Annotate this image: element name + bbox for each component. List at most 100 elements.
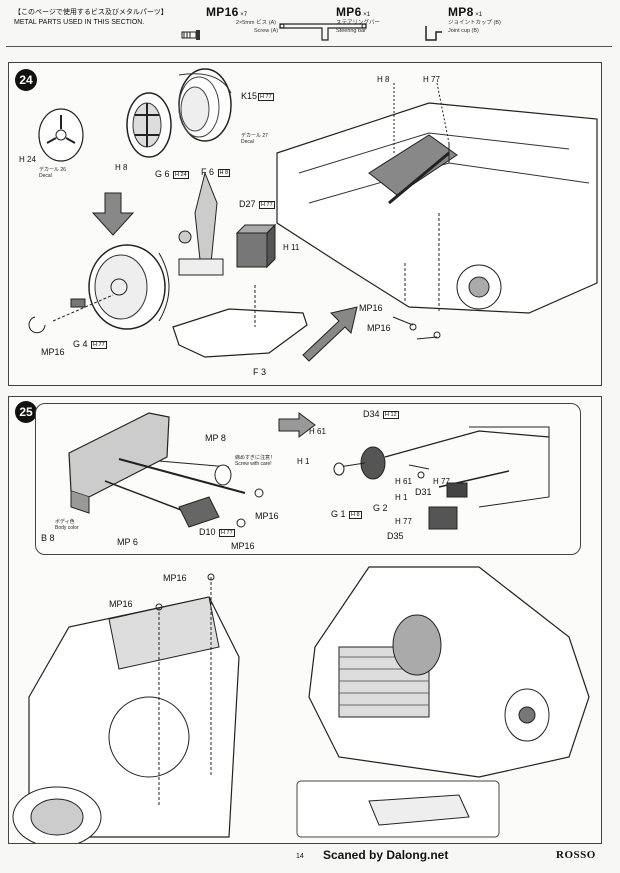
screw-care-note: 締めすぎに注意！Screw with care!: [235, 455, 275, 467]
part-name-jp: ステアリングバー: [336, 20, 381, 26]
label-h11: H 11: [283, 243, 300, 252]
brand-logo: ROSSO: [556, 849, 596, 861]
label-text-en: Decal: [39, 173, 52, 179]
header-title: 【このページで使用するビス及びメタルパーツ】 METAL PARTS USED …: [14, 8, 168, 28]
hubcap-h24-drawing: [38, 108, 84, 162]
label-ref: H 77: [259, 200, 275, 209]
note-en: Body color: [55, 525, 79, 531]
label-ref: H 12: [383, 410, 399, 419]
label-ref: H 77: [91, 340, 107, 349]
label-text: G 1: [331, 509, 346, 519]
label-d10: D10 H 77: [199, 527, 235, 537]
label-mp8: MP 8: [205, 433, 226, 443]
label-g2: G 2: [373, 503, 388, 513]
part-name-en: Screw (A): [254, 28, 279, 34]
step-24-number: 24: [15, 69, 37, 91]
scan-credit: Scaned by Dalong.net: [323, 848, 449, 862]
part-qty: ×1: [475, 12, 483, 18]
upright-f6-drawing: [178, 171, 224, 276]
header-title-en: METAL PARTS USED IN THIS SECTION.: [14, 19, 145, 26]
header-title-jp: 【このページで使用するビス及びメタルパーツ】: [14, 9, 168, 16]
note-en: Screw with care!: [235, 461, 272, 467]
step-24-frame: 24: [8, 62, 602, 386]
label-mp16d: MP16: [109, 599, 133, 609]
part-code: MP16: [206, 5, 239, 19]
part-d35-drawing: [428, 506, 458, 530]
label-d27: D27 H 77: [239, 199, 275, 209]
label-h8: H 8: [115, 163, 128, 172]
metal-parts-header: 【このページで使用するビス及びメタルパーツ】 METAL PARTS USED …: [6, 6, 612, 47]
part-mp16: MP16 ×7 2×5mm ビス (A) Screw (A): [206, 5, 279, 35]
chassis-rear-drawing: [276, 82, 598, 314]
label-h77: H 77: [433, 477, 450, 486]
label-text-jp: デカール 27: [241, 133, 268, 139]
label-h1b: H 1: [395, 493, 408, 502]
front-chassis-drawing: [12, 573, 240, 843]
label-mp16b: MP16: [359, 303, 383, 313]
part-code: MP8: [448, 5, 474, 19]
label-h77b: H 77: [423, 75, 440, 84]
step-24-illustration: [28, 68, 598, 362]
label-ref: H 77: [219, 528, 235, 537]
label-mp16: MP16: [41, 347, 65, 357]
step-25-frame: 25: [8, 396, 602, 844]
label-g6: G 6 H 24: [155, 169, 189, 179]
label-d35: D35: [387, 531, 404, 541]
label-text: F 6: [201, 167, 215, 177]
part-d10-drawing: [178, 496, 220, 528]
joint-cup-icon: [425, 26, 442, 41]
part-name-en: Steering bar: [336, 28, 366, 34]
assembled-wheel-drawing: [88, 244, 170, 330]
down-arrow-icon: [91, 192, 135, 236]
wheel-g6-drawing: [126, 92, 172, 158]
part-mp6: MP6 ×1 ステアリングバー Steering bar: [336, 5, 381, 35]
steering-box-b8-drawing: [68, 412, 170, 514]
part-qty: ×7: [240, 12, 248, 18]
label-g4: G 4 H 77: [73, 339, 107, 349]
part-d31-drawing: [446, 482, 468, 498]
part-size: 2×5mm: [236, 20, 255, 26]
label-ref: H 8: [217, 168, 231, 177]
label-d34: D34 H 12: [363, 409, 399, 419]
label-f3: F 3: [253, 367, 267, 377]
label-text-en: Decal: [241, 139, 254, 145]
rack-assembly-drawing: [333, 426, 550, 530]
tire-k15-drawing: [178, 68, 232, 142]
page-number: 14: [296, 853, 304, 860]
part-name-jp: ビス (A): [256, 20, 277, 26]
label-mp16c: MP16: [367, 323, 391, 333]
label-ref: H 8: [349, 510, 362, 519]
label-h24: H 24: [19, 155, 36, 164]
label-text: D34: [363, 409, 380, 419]
label-ref: H 77: [258, 92, 274, 101]
label-h8b: H 8: [377, 75, 390, 84]
part-code: MP6: [336, 5, 362, 19]
part-mp8: MP8 ×1 ジョイントカップ (B) Joint cup (B): [448, 5, 501, 35]
part-name-en: Joint cup (B): [448, 28, 479, 34]
label-h61b: H 61: [395, 477, 412, 486]
label-f6: F 6 H 8: [201, 167, 231, 177]
part-name-jp: ジョイントカップ (B): [448, 20, 501, 26]
label-mp6: MP 6: [117, 537, 138, 547]
note-jp: ボディ色: [55, 519, 75, 525]
label-text-jp: デカール 26: [39, 167, 66, 173]
label-h77b: H 77: [395, 517, 412, 526]
header-part-icons: [181, 23, 442, 41]
screw-icon: [181, 30, 200, 40]
rear-chassis-drawing: [308, 566, 590, 778]
label-text: D10: [199, 527, 216, 537]
label-text: G 6: [155, 169, 170, 179]
right-arrow-icon: [278, 412, 316, 438]
step-25-number: 25: [15, 401, 37, 423]
step-25-illustration: [12, 412, 590, 843]
label-text: K15: [241, 91, 258, 101]
up-right-arrow-icon: [302, 306, 358, 362]
steering-bar-icon: [279, 23, 367, 41]
label-h61: H 61: [309, 427, 326, 436]
part-qty: ×1: [363, 12, 371, 18]
arm-f3-drawing: [172, 308, 308, 358]
